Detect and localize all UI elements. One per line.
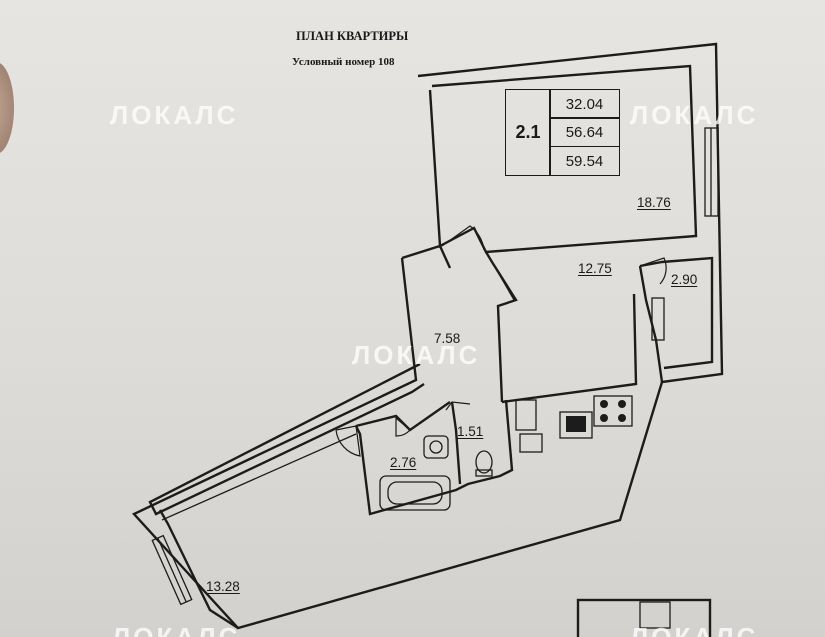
summary-value: 56.64 bbox=[549, 117, 620, 147]
stove-burner bbox=[618, 414, 626, 422]
next-plan-room bbox=[639, 601, 671, 629]
door-swing-bathroom bbox=[395, 416, 411, 437]
door-swing-living bbox=[441, 225, 485, 251]
finger-edge bbox=[0, 62, 14, 154]
living-room-divider bbox=[501, 293, 638, 404]
watermark: ЛОКАЛС bbox=[630, 622, 759, 637]
door-swing-corridor bbox=[335, 425, 361, 457]
door-leaf-kitchen bbox=[491, 261, 515, 301]
window-bedroom bbox=[151, 534, 193, 606]
room-area-label: 7.58 bbox=[434, 331, 461, 346]
toilet-tank bbox=[475, 469, 493, 477]
stove-burner bbox=[600, 414, 608, 422]
dishwasher bbox=[519, 433, 543, 453]
summary-value: 59.54 bbox=[549, 146, 620, 176]
plan-title: ПЛАН КВАРТИРЫ bbox=[296, 29, 409, 43]
watermark: ЛОКАЛС bbox=[110, 100, 239, 130]
watermark: ЛОКАЛС bbox=[352, 340, 481, 370]
bathroom-top bbox=[355, 401, 451, 432]
toilet bbox=[475, 450, 493, 474]
kitchen-right-wall bbox=[639, 256, 714, 370]
stove-burner bbox=[618, 400, 626, 408]
bathroom-walls bbox=[354, 399, 514, 516]
stove bbox=[593, 395, 633, 427]
summary-box: 2.1 32.04 56.64 59.54 bbox=[505, 89, 620, 176]
corridor-lower-wall bbox=[148, 362, 425, 516]
kitchen-sink bbox=[559, 411, 593, 439]
bedroom-lower-wall bbox=[158, 509, 239, 630]
fridge bbox=[515, 399, 537, 431]
corridor-wall-left bbox=[401, 244, 452, 269]
watermark: ЛОКАЛС bbox=[112, 622, 241, 637]
plan-subtitle: Условный номер 108 bbox=[292, 56, 395, 68]
watermark: ЛОКАЛС bbox=[630, 100, 759, 130]
window-kitchen bbox=[651, 297, 665, 341]
room-area-label: 18.76 bbox=[637, 195, 671, 210]
door-swing-balcony bbox=[639, 257, 667, 285]
bathroom-sink bbox=[423, 435, 449, 459]
bathtub-inner bbox=[387, 481, 443, 505]
room-area-label: 12.75 bbox=[578, 261, 612, 276]
room-area-label: 2.76 bbox=[390, 455, 417, 470]
next-plan-outline bbox=[576, 598, 712, 637]
balcony-divider bbox=[638, 265, 664, 383]
kitchen-sink-basin bbox=[566, 416, 586, 432]
bathtub bbox=[379, 475, 451, 511]
bathroom-sink-bowl bbox=[429, 440, 443, 454]
bathroom-divider bbox=[450, 401, 462, 485]
corridor-wall-right bbox=[484, 251, 518, 403]
apartment-code: 2.1 bbox=[505, 89, 551, 176]
room-area-label: 13.28 bbox=[206, 579, 240, 594]
room-area-label: 1.51 bbox=[457, 424, 484, 439]
stove-burner bbox=[600, 400, 608, 408]
bedroom-partition bbox=[161, 433, 357, 521]
door-swing-wc bbox=[445, 401, 471, 411]
room-area-label: 2.90 bbox=[671, 272, 698, 287]
summary-value: 32.04 bbox=[549, 89, 620, 119]
